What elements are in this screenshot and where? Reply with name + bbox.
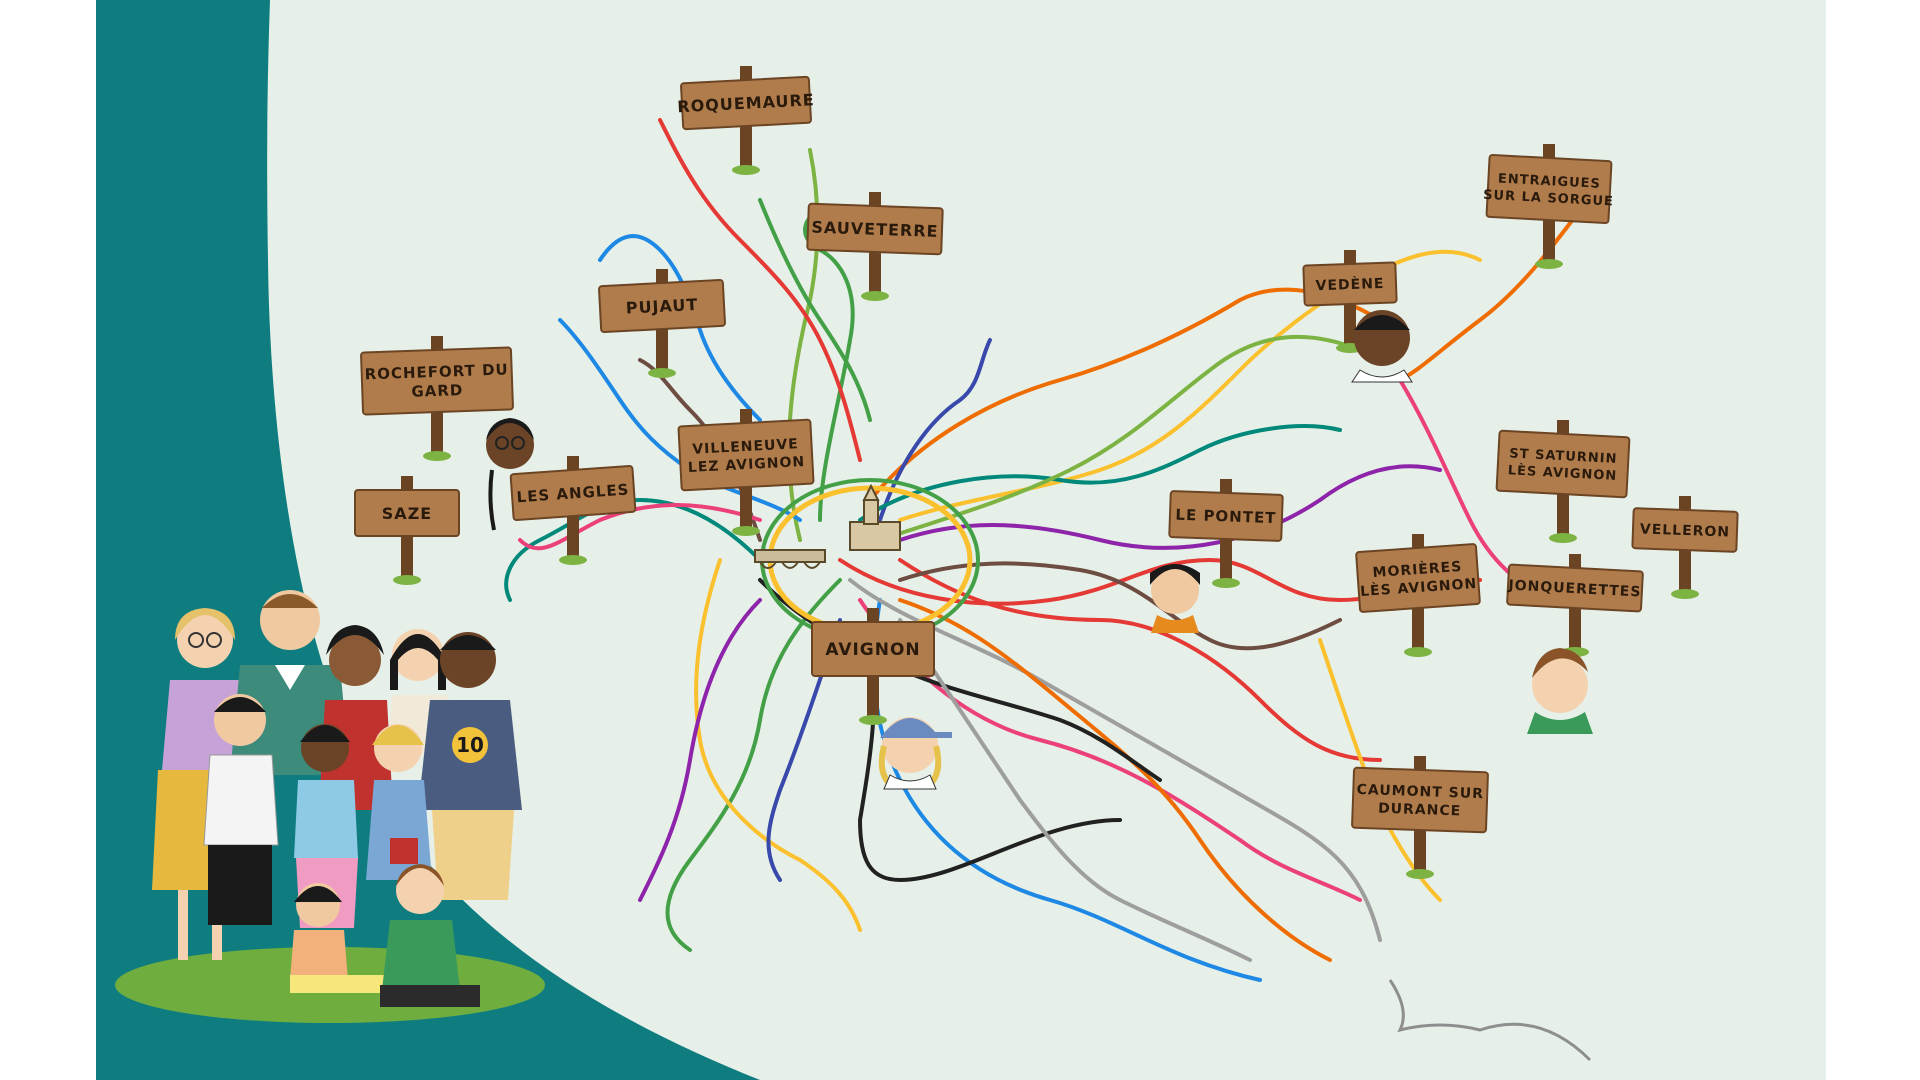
- sign-label: SAUVETERRE: [811, 218, 939, 241]
- sign-label: VEDÈNE: [1315, 275, 1384, 294]
- sign-vedene: VEDÈNE: [1302, 250, 1398, 353]
- sign-label: LEZ AVIGNON: [688, 454, 806, 476]
- sign-board: [680, 75, 812, 131]
- character-girl-overalls: [366, 724, 432, 880]
- sign-roquemaure: ROQUEMAURE: [677, 66, 815, 175]
- sign-label: ROCHEFORT DU: [364, 360, 509, 383]
- sign-avignon: AVIGNON: [811, 608, 935, 725]
- sign-board: [1351, 766, 1489, 834]
- transit-line: [658, 118, 862, 462]
- sign-label: DURANCE: [1378, 801, 1462, 820]
- transit-line: [803, 208, 855, 522]
- grass-tuft: [732, 165, 760, 175]
- character-girl-head-pontet: [1150, 564, 1200, 633]
- sign-label: GARD: [411, 381, 464, 401]
- transit-line: [858, 638, 1122, 882]
- sign-label: ST SATURNIN: [1509, 446, 1618, 467]
- transit-line: [758, 198, 872, 422]
- sign-board: [1355, 543, 1481, 613]
- sign-le-pontet: LE PONTET: [1168, 479, 1284, 588]
- sign-board: [677, 418, 815, 492]
- sign-label: SAZE: [382, 504, 432, 523]
- character-boy-head-jonquerettes: [1527, 648, 1593, 734]
- sign-les-angles: LES ANGLES: [509, 456, 637, 565]
- transit-line: [858, 424, 1342, 522]
- shirt-number: 10: [456, 733, 484, 757]
- sign-board: [1302, 261, 1398, 307]
- transit-line: [898, 464, 1442, 550]
- sign-board: [1485, 154, 1613, 224]
- transit-line: [898, 558, 1382, 762]
- transit-line: [518, 503, 762, 551]
- character-boy-head-vedene: [1351, 310, 1413, 383]
- grass-tuft: [859, 715, 887, 725]
- character-boy-number-shirt: 10: [418, 632, 522, 900]
- sign-label: VILLENEUVE: [692, 436, 799, 458]
- sign-label: JONQUERETTES: [1507, 578, 1642, 601]
- transit-line: [694, 558, 862, 932]
- sign-board: [1495, 429, 1631, 499]
- transit-line: [898, 561, 1342, 651]
- sign-label: MORIÈRES: [1372, 558, 1463, 581]
- pont-saint-benezet-icon: [754, 549, 826, 569]
- sign-label: PUJAUT: [625, 295, 698, 318]
- sign-velleron: VELLERON: [1631, 496, 1739, 599]
- grass-tuft: [1535, 259, 1563, 269]
- grass-tuft: [1671, 589, 1699, 599]
- grass-tuft: [423, 451, 451, 461]
- sign-board: [811, 621, 935, 677]
- sign-jonquerettes: JONQUERETTES: [1506, 554, 1644, 657]
- transit-line: [868, 287, 1382, 502]
- transit-line: [898, 618, 1252, 962]
- sign-label: LÈS AVIGNON: [1507, 462, 1617, 484]
- sign-label: CAUMONT SUR: [1356, 782, 1484, 802]
- grass-tuft: [559, 555, 587, 565]
- transit-line: [665, 578, 842, 952]
- grass-tuft: [1404, 647, 1432, 657]
- grass-tuft: [1212, 578, 1240, 588]
- character-cap-girl-head-avignon: [878, 717, 952, 790]
- grass-tuft: [861, 291, 889, 301]
- river-line: [1388, 979, 1592, 1062]
- sign-label: ENTRAIGUES: [1498, 172, 1602, 192]
- sign-board: [360, 346, 514, 416]
- children-group-illustration: 10: [115, 590, 545, 1023]
- grass-tuft: [732, 526, 760, 536]
- sign-board: [1506, 563, 1644, 613]
- character-boy-white-shirt: [203, 694, 279, 925]
- character-girl-head-les-angles: [486, 418, 534, 531]
- sign-board: [354, 489, 460, 537]
- sign-sauveterre: SAUVETERRE: [806, 192, 944, 301]
- grass-tuft: [648, 368, 676, 378]
- palais-des-papes-icon: [849, 483, 901, 551]
- sign-board: [598, 278, 726, 334]
- grass-tuft: [1406, 869, 1434, 879]
- sign-label: VELLERON: [1640, 521, 1731, 540]
- transit-line: [638, 598, 762, 902]
- sign-board: [509, 465, 637, 521]
- grass-tuft: [1549, 533, 1577, 543]
- sign-label: SUR LA SORGUE: [1483, 188, 1614, 210]
- sign-pujaut: PUJAUT: [598, 269, 726, 378]
- grass-tuft: [393, 575, 421, 585]
- character-girl-sitting: [290, 883, 400, 993]
- sign-label: AVIGNON: [825, 640, 920, 660]
- sign-board: [806, 202, 944, 256]
- sign-board: [1168, 490, 1284, 542]
- transit-line: [848, 578, 1382, 942]
- sign-saze: SAZE: [354, 476, 460, 585]
- sign-board: [1631, 507, 1739, 553]
- transit-line: [878, 334, 1362, 542]
- transit-line: [878, 338, 992, 522]
- character-boy-sitting-green: [380, 864, 480, 1007]
- sign-label: LE PONTET: [1175, 506, 1277, 528]
